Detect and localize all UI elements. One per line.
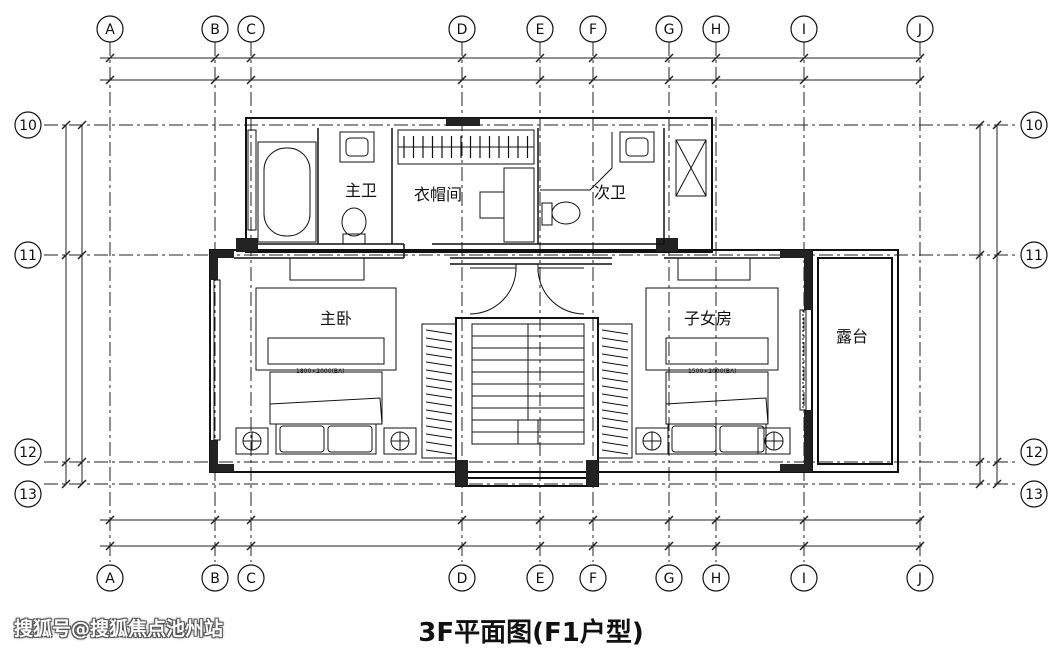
axis-left-11: 11: [14, 241, 42, 269]
axis-right-10: 10: [1020, 111, 1048, 139]
axis-label: 13: [19, 487, 37, 503]
axis-bottom-B: B: [201, 564, 229, 592]
walls: [209, 117, 899, 487]
axis-label: 11: [1025, 248, 1043, 264]
axis-label: G: [664, 571, 675, 587]
axis-right-12: 12: [1020, 438, 1048, 466]
axis-bottom-E: E: [526, 564, 554, 592]
axis-label: 12: [19, 445, 37, 461]
axis-label: B: [210, 571, 220, 587]
axis-left-10: 10: [14, 111, 42, 139]
axis-label: H: [711, 22, 722, 38]
axis-label: I: [802, 571, 806, 587]
drawing-title: 3F平面图(F1户型): [418, 618, 644, 648]
axis-label: G: [664, 22, 675, 38]
axis-right-13: 13: [1020, 480, 1048, 508]
axis-top-A: A: [96, 15, 124, 43]
axis-label: 10: [19, 118, 37, 134]
axis-top-C: C: [237, 15, 265, 43]
watermark: 搜狐号@搜狐焦点池州站: [14, 618, 224, 640]
axis-label: J: [917, 22, 922, 38]
axis-top-G: G: [655, 15, 683, 43]
axis-bottom-G: G: [655, 564, 683, 592]
room-label-terrace: 露台: [836, 327, 868, 346]
axis-label: F: [589, 571, 597, 587]
axis-label: J: [917, 571, 922, 587]
axis-bottom-J: J: [906, 564, 934, 592]
axis-top-J: J: [906, 15, 934, 43]
axis-label: A: [105, 22, 115, 38]
axis-label: C: [246, 22, 256, 38]
axis-label: F: [589, 22, 597, 38]
bed-size-left: 1800×2000(BA): [296, 368, 344, 375]
room-label-second-bath: 次卫: [594, 183, 626, 202]
axis-bottom-H: H: [702, 564, 730, 592]
axis-label: 13: [1025, 487, 1043, 503]
axis-top-F: F: [579, 15, 607, 43]
axis-left-13: 13: [14, 480, 42, 508]
axis-top-I: I: [790, 15, 818, 43]
axis-label: I: [802, 22, 806, 38]
axis-label: C: [246, 571, 256, 587]
axis-bottom-I: I: [790, 564, 818, 592]
axis-label: E: [536, 571, 545, 587]
axis-label: D: [457, 22, 468, 38]
axis-label: E: [536, 22, 545, 38]
axis-label: 11: [19, 248, 37, 264]
axis-top-D: D: [448, 15, 476, 43]
axis-bottom-D: D: [448, 564, 476, 592]
axis-label: 10: [1025, 118, 1043, 134]
axis-label: D: [457, 571, 468, 587]
axis-bottom-C: C: [237, 564, 265, 592]
axis-bottom-A: A: [96, 564, 124, 592]
axis-top-B: B: [201, 15, 229, 43]
axis-left-12: 12: [14, 438, 42, 466]
room-label-children-room: 子女房: [684, 309, 732, 328]
axis-right-11: 11: [1020, 241, 1048, 269]
room-label-master-bath: 主卫: [345, 181, 377, 200]
room-label-master-bedroom: 主卧: [320, 309, 352, 328]
bed-size-right: 1500×2000(BA): [688, 368, 736, 375]
axis-label: B: [210, 22, 220, 38]
axis-bottom-F: F: [579, 564, 607, 592]
axis-label: A: [105, 571, 115, 587]
axis-label: 12: [1025, 445, 1043, 461]
axis-top-H: H: [702, 15, 730, 43]
axis-top-E: E: [526, 15, 554, 43]
axis-label: H: [711, 571, 722, 587]
room-label-cloakroom: 衣帽间: [414, 185, 462, 204]
axis-markers: A A B B C C D D E E F F G G H H I I J J 10 10 11 11 12 12 13 13: [14, 15, 1048, 592]
